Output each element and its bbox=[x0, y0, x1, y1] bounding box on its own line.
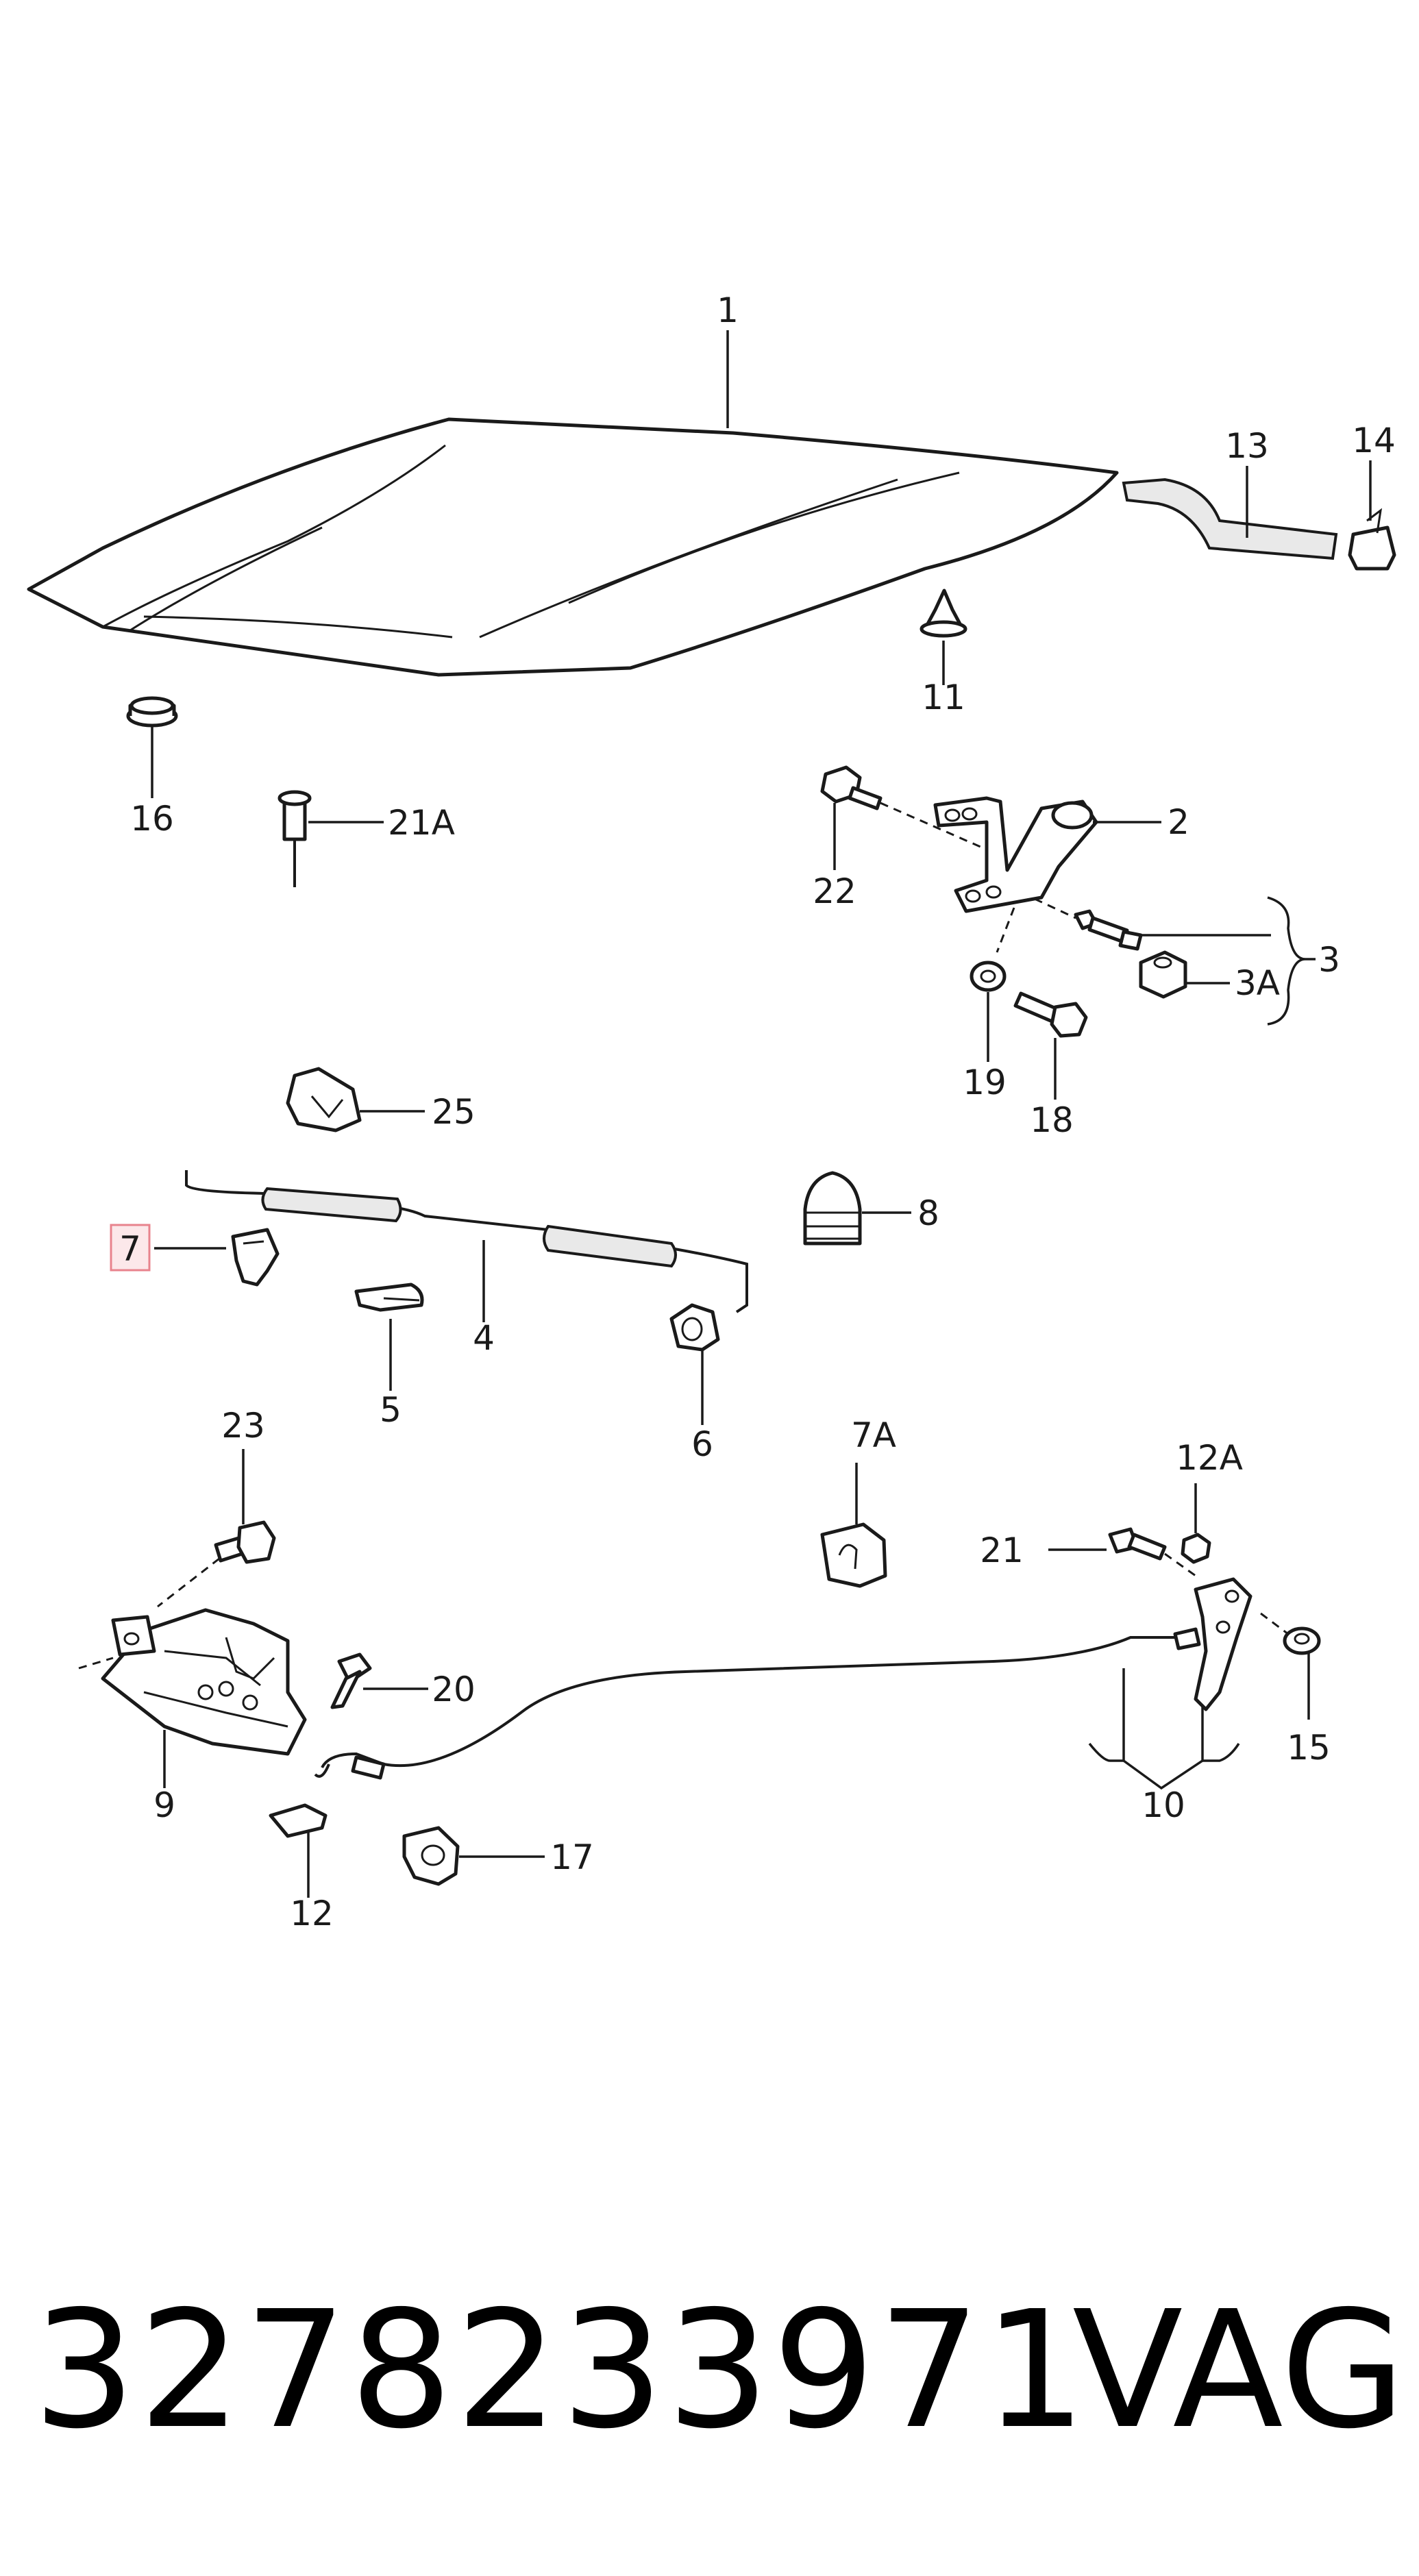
part-number: 3278233971 bbox=[33, 2276, 1089, 2464]
brand-name: VAG bbox=[1072, 2276, 1406, 2464]
callout-3: 3 bbox=[1318, 940, 1340, 980]
buffer-8[interactable] bbox=[803, 1171, 862, 1246]
callout-7: 7 bbox=[119, 1229, 141, 1269]
dash-19 bbox=[996, 907, 1015, 953]
bracket-10 bbox=[1088, 1742, 1240, 1762]
callout-23: 23 bbox=[221, 1406, 265, 1446]
support-rod[interactable] bbox=[185, 1170, 748, 1313]
rod-holder-5[interactable] bbox=[354, 1283, 424, 1312]
callout-7a: 7A bbox=[851, 1415, 896, 1455]
bolt-23[interactable] bbox=[214, 1520, 276, 1564]
callout-1: 1 bbox=[717, 290, 739, 330]
push-clip-11[interactable] bbox=[920, 589, 967, 638]
callout-8: 8 bbox=[917, 1193, 939, 1233]
callout-12: 12 bbox=[290, 1894, 334, 1933]
callout-11: 11 bbox=[922, 678, 965, 717]
nut-12a[interactable] bbox=[1181, 1533, 1211, 1564]
leader-10 bbox=[1122, 1668, 1204, 1790]
callout-15: 15 bbox=[1287, 1728, 1331, 1768]
callout-20: 20 bbox=[432, 1670, 476, 1709]
callout-13: 13 bbox=[1225, 426, 1269, 466]
clip-12[interactable] bbox=[269, 1803, 328, 1838]
callout-25: 25 bbox=[432, 1092, 476, 1132]
callout-22: 22 bbox=[813, 871, 856, 911]
callout-9: 9 bbox=[153, 1785, 175, 1825]
blind-rivet-21a[interactable] bbox=[277, 790, 312, 887]
callout-4: 4 bbox=[473, 1318, 495, 1358]
callout-5: 5 bbox=[380, 1390, 402, 1430]
callout-19: 19 bbox=[963, 1063, 1007, 1102]
dash-22 bbox=[880, 802, 987, 851]
screw-20[interactable] bbox=[330, 1652, 372, 1709]
grommet-16[interactable] bbox=[126, 696, 178, 728]
nut-3a[interactable] bbox=[1139, 950, 1187, 999]
clip-7a[interactable] bbox=[820, 1522, 887, 1588]
hood-panel[interactable] bbox=[27, 417, 1119, 677]
stud-bolt-3[interactable] bbox=[1074, 909, 1143, 951]
washer-19[interactable] bbox=[970, 961, 1007, 992]
callout-7-highlight bbox=[110, 1224, 151, 1272]
clip-7[interactable] bbox=[231, 1228, 280, 1287]
clip-15[interactable] bbox=[1283, 1626, 1321, 1655]
callout-14: 14 bbox=[1352, 421, 1396, 460]
callout-6: 6 bbox=[691, 1424, 713, 1464]
dash-21 bbox=[1164, 1552, 1196, 1577]
callout-17: 17 bbox=[550, 1837, 594, 1877]
callout-2: 2 bbox=[1168, 802, 1189, 842]
callout-21: 21 bbox=[980, 1531, 1024, 1570]
callout-18: 18 bbox=[1030, 1100, 1074, 1140]
footer: 3278233971 VAG bbox=[0, 2281, 1419, 2460]
protective-cap-25[interactable] bbox=[286, 1067, 362, 1132]
release-handle[interactable] bbox=[1194, 1577, 1253, 1711]
dash-15 bbox=[1260, 1612, 1289, 1635]
dash-3 bbox=[1034, 897, 1076, 919]
bolt-21[interactable] bbox=[1108, 1527, 1167, 1561]
bracket-3 bbox=[1267, 896, 1306, 1026]
bolt-18[interactable] bbox=[1013, 991, 1088, 1038]
callout-12a: 12A bbox=[1176, 1438, 1243, 1478]
callout-16: 16 bbox=[130, 799, 174, 839]
dash-23 bbox=[157, 1557, 220, 1608]
callout-3a: 3A bbox=[1235, 963, 1280, 1003]
dash-9 bbox=[78, 1657, 114, 1670]
callout-10: 10 bbox=[1142, 1785, 1185, 1825]
bolt-22[interactable] bbox=[820, 765, 883, 810]
seal-strip[interactable] bbox=[1122, 478, 1338, 560]
callout-21a: 21A bbox=[388, 803, 455, 843]
hood-hinge[interactable] bbox=[933, 796, 1098, 913]
holder-6[interactable] bbox=[669, 1303, 720, 1352]
cable-clip-17[interactable] bbox=[402, 1826, 460, 1886]
hood-lock-9[interactable] bbox=[101, 1608, 307, 1756]
bumper-block[interactable] bbox=[1348, 508, 1396, 571]
release-cable-10[interactable] bbox=[314, 1627, 1201, 1780]
